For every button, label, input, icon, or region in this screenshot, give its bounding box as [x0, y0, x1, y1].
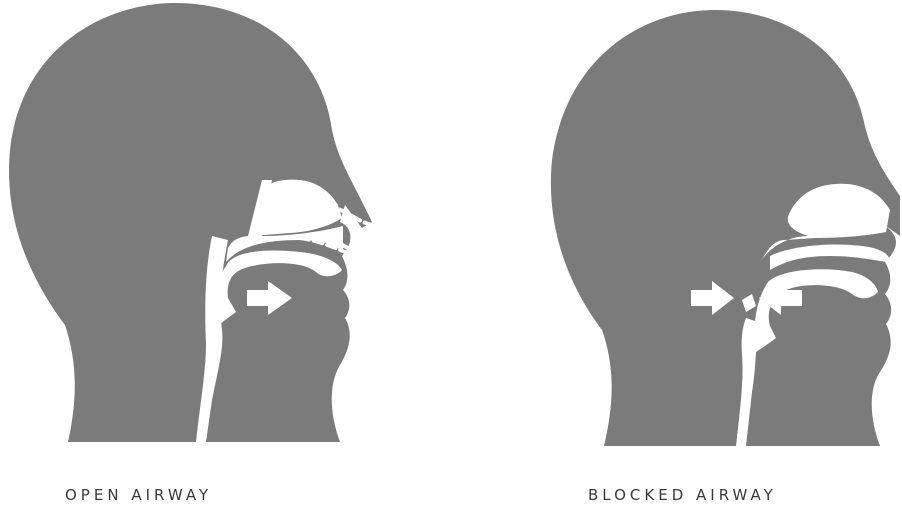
- caption-blocked-airway: BLOCKED AIRWAY: [588, 486, 777, 504]
- caption-open-airway: OPEN AIRWAY: [65, 486, 212, 504]
- open-airway-panel: [9, 3, 412, 442]
- blocked-airway-panel: [551, 10, 900, 446]
